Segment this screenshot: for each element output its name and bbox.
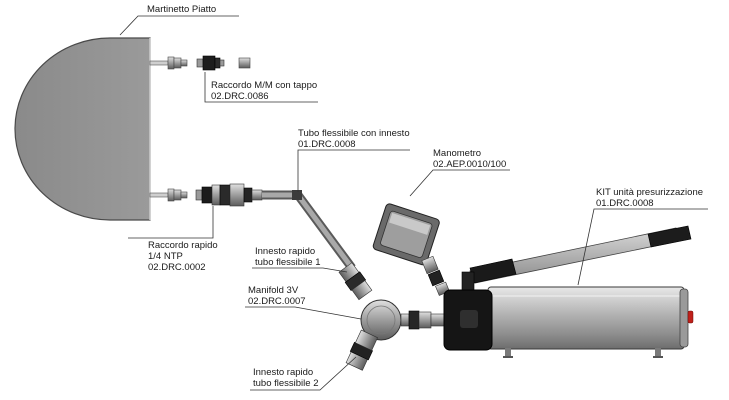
- label-kit-code: 01.DRC.0008: [596, 198, 654, 209]
- leader-innesto-1: [252, 267, 348, 273]
- label-kit: KIT unità presurizzazione 01.DRC.0008: [596, 187, 703, 209]
- label-manometro-code: 02.AEP.0010/100: [433, 159, 507, 170]
- label-martinetto-name: Martinetto Piatto: [147, 4, 217, 15]
- mm-fitting-with-cap: [196, 55, 251, 71]
- label-manometro-name: Manometro: [433, 148, 482, 159]
- leader-raccordo-mm: [204, 72, 318, 103]
- label-manifold-name: Manifold 3V: [248, 285, 299, 296]
- label-raccordo-rapido-line2: 1/4 NTP: [148, 251, 183, 262]
- label-manifold: Manifold 3V 02.DRC.0007: [248, 285, 306, 307]
- label-martinetto: Martinetto Piatto: [147, 4, 216, 15]
- label-raccordo-rapido-code: 02.DRC.0002: [148, 262, 206, 273]
- label-manometro: Manometro 02.AEP.0010/100: [433, 148, 506, 170]
- label-raccordo-mm-code: 02.DRC.0086: [211, 91, 269, 102]
- label-innesto-1: Innesto rapido tubo flessibile 1: [255, 246, 320, 268]
- quick-coupling-1-4-ntp: [195, 183, 263, 207]
- label-tubo: Tubo flessibile con innesto 01.DRC.0008: [298, 128, 410, 150]
- flat-jack: [14, 37, 151, 221]
- label-kit-name: KIT unità presurizzazione: [596, 187, 704, 198]
- label-manifold-code: 02.DRC.0007: [248, 296, 306, 307]
- label-innesto-1-line1: Innesto rapido: [255, 246, 316, 257]
- label-tubo-code: 01.DRC.0008: [298, 139, 356, 150]
- label-innesto-2-line1: Innesto rapido: [253, 367, 314, 378]
- label-innesto-2: Innesto rapido tubo flessibile 2: [253, 367, 318, 389]
- leader-innesto-2: [250, 356, 357, 391]
- label-tubo-name: Tubo flessibile con innesto: [298, 128, 410, 139]
- quick-connector-hose-1: [338, 262, 373, 301]
- leader-manometro: [409, 169, 510, 197]
- leader-manifold: [245, 306, 362, 320]
- label-raccordo-mm: Raccordo M/M con tappo 02.DRC.0086: [211, 80, 317, 102]
- label-raccordo-rapido: Raccordo rapido 1/4 NTP 02.DRC.0002: [148, 240, 218, 273]
- manifold-pump-connector: [400, 310, 446, 330]
- label-innesto-1-line2: tubo flessibile 1: [255, 257, 321, 268]
- flexible-hose-1: [262, 190, 356, 271]
- label-raccordo-mm-name: Raccordo M/M con tappo: [211, 80, 318, 91]
- label-innesto-2-line2: tubo flessibile 2: [253, 378, 319, 389]
- label-raccordo-rapido-line1: Raccordo rapido: [148, 240, 218, 251]
- leader-lines: [119, 15, 708, 391]
- bottom-jack-fitting: [149, 188, 188, 202]
- pump-unit: [443, 225, 694, 358]
- top-jack-fitting: [149, 56, 188, 70]
- quick-connector-hose-2: [345, 329, 379, 371]
- leader-raccordo-rapido: [128, 206, 214, 239]
- leader-kit: [577, 208, 708, 286]
- leader-tubo: [297, 149, 410, 192]
- pressure-gauge: [372, 203, 440, 266]
- gauge-stem: [421, 255, 450, 296]
- leader-martinetto: [119, 15, 239, 36]
